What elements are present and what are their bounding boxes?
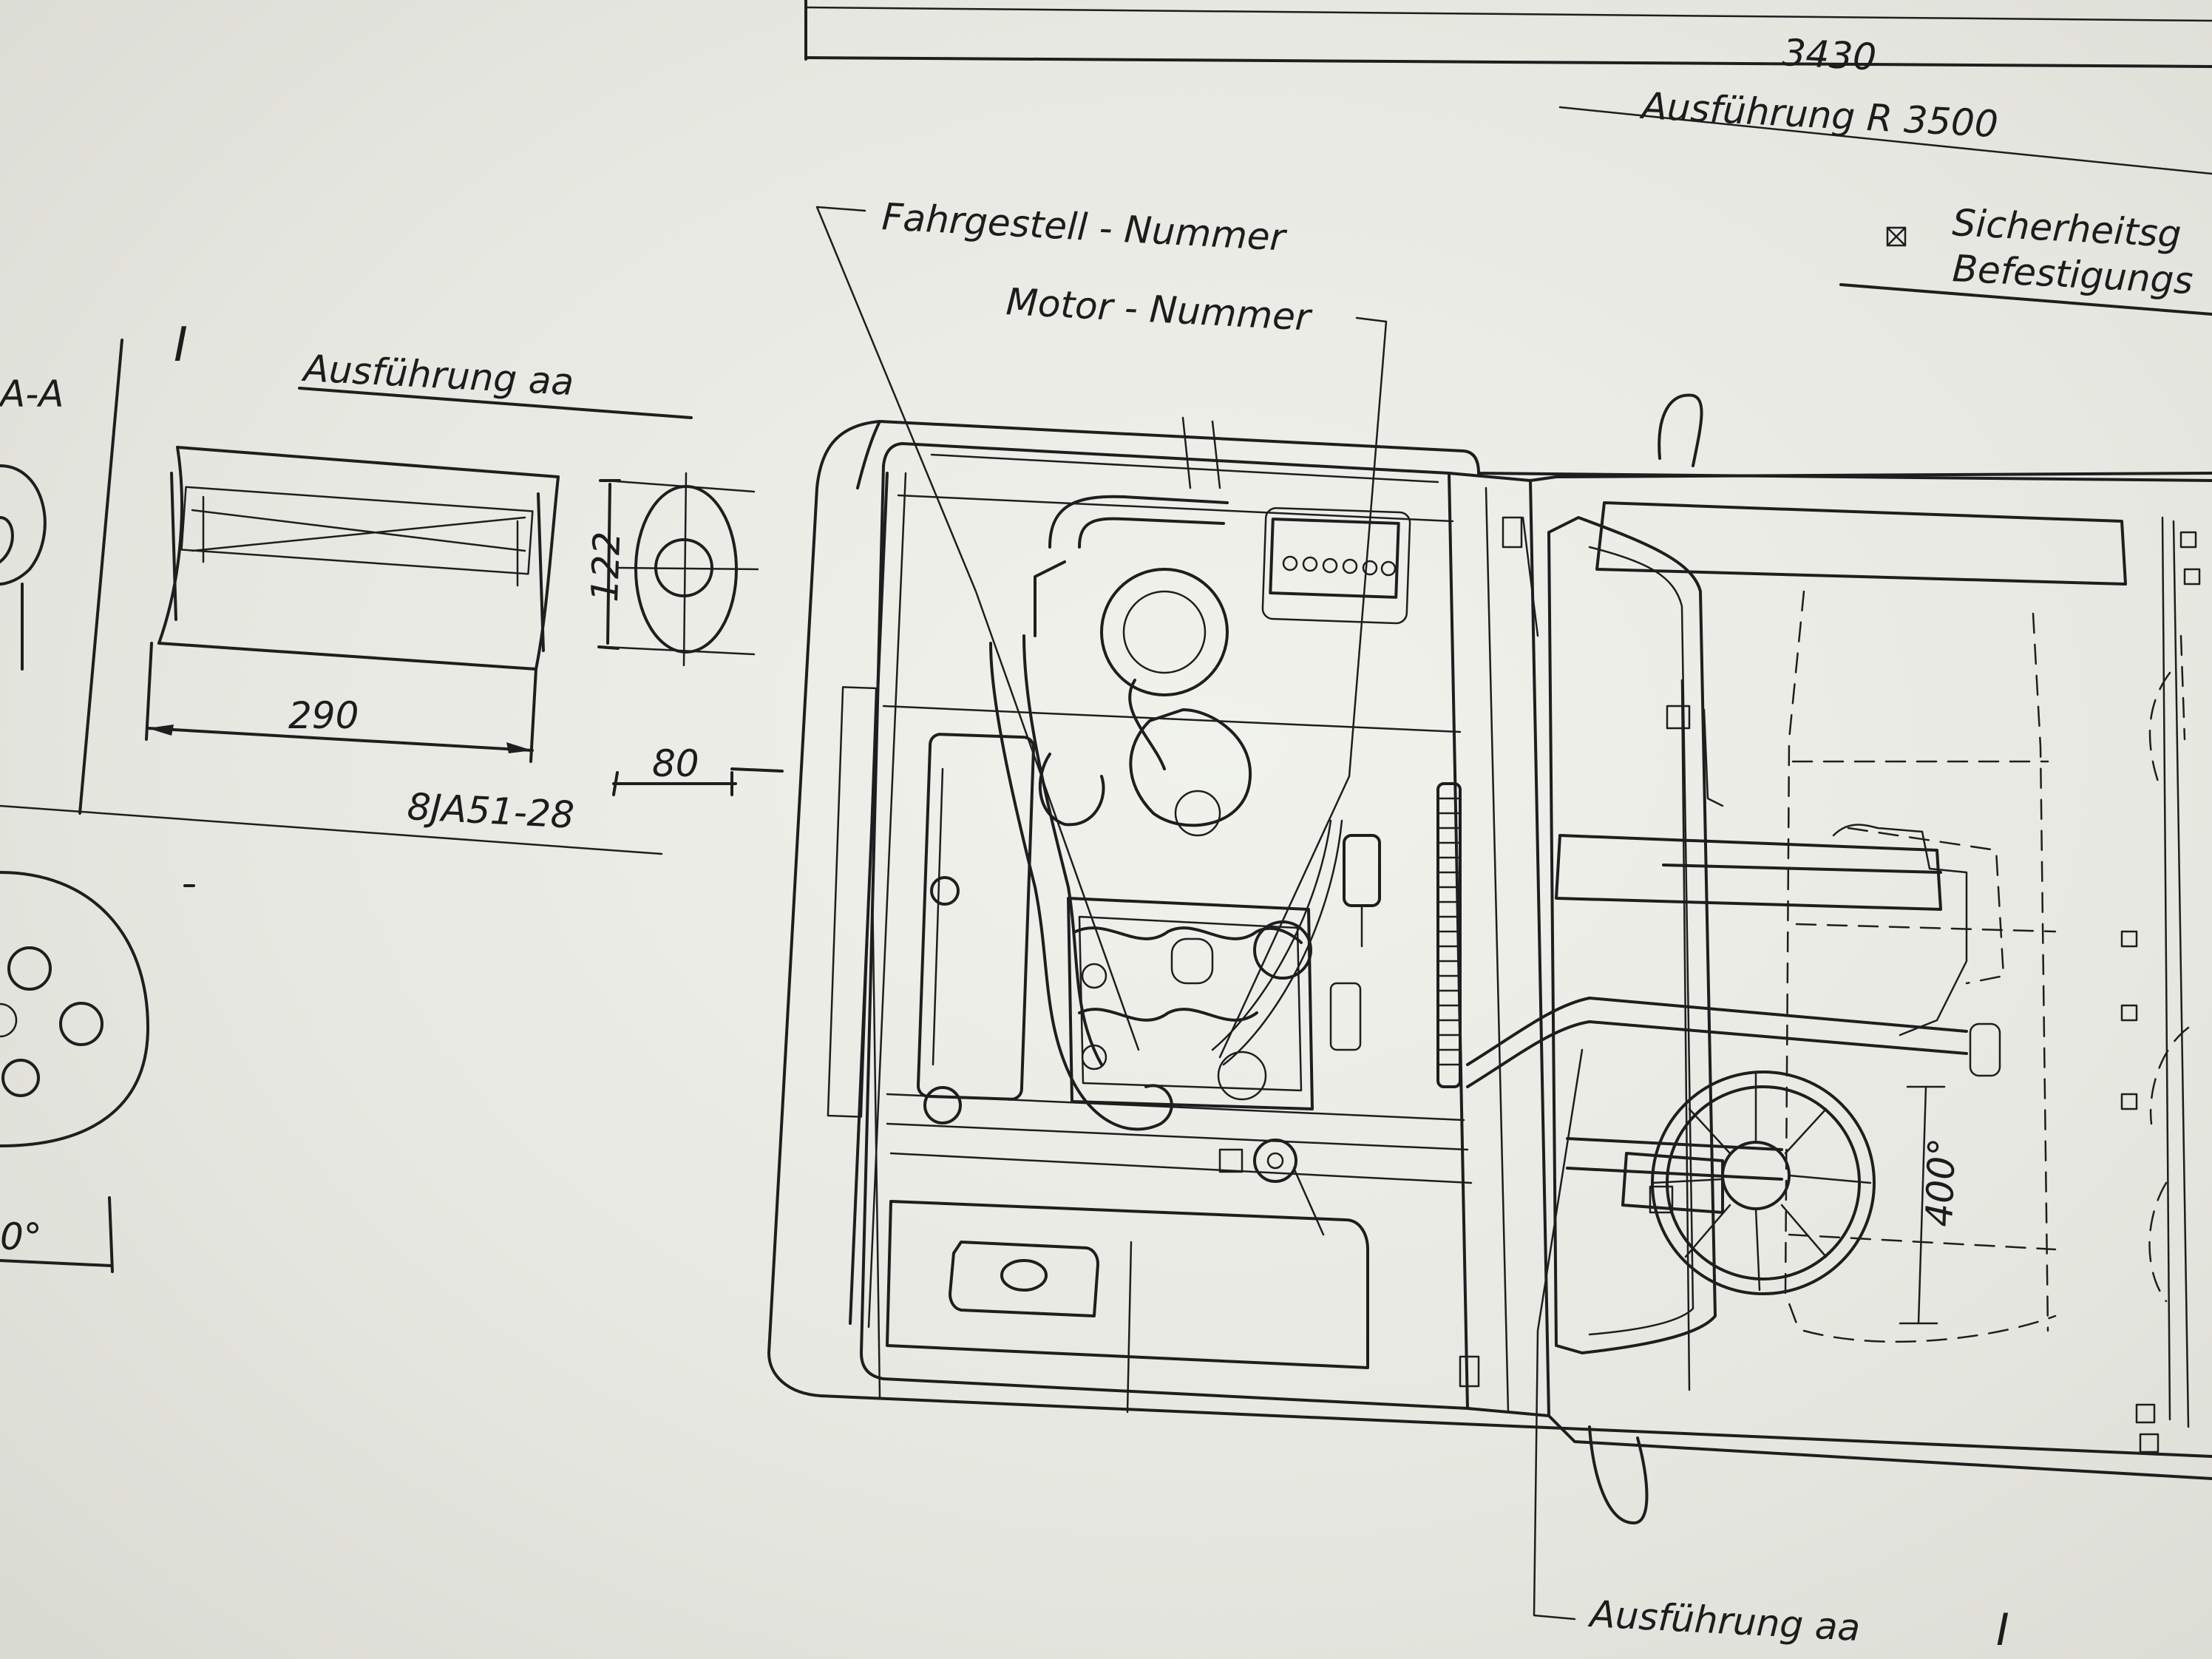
leader-bottom: [1533, 1048, 1584, 1621]
label-fahrgestell-nummer: Fahrgestell - Nummer: [881, 195, 1289, 259]
muffler-end-view: [616, 472, 759, 667]
dimension-122: 122: [583, 531, 628, 603]
flange-view: [0, 871, 195, 1147]
dimension-80: 80: [652, 742, 699, 785]
engine-bay: [882, 416, 1539, 1414]
dimension-290: 290: [288, 694, 359, 737]
cabin-interior: [1466, 531, 2201, 1453]
legend-line-2: Befestigungs: [1951, 247, 2194, 302]
muffler-side-view: [157, 446, 560, 671]
label-ausfuehrung-r3500: Ausführung R 3500: [1638, 84, 1999, 146]
section-aa-view: [0, 464, 47, 671]
label-motor-nummer: Motor - Nummer: [1005, 280, 1314, 339]
label-ausfuehrung-aa-bottom: Ausführung aa: [1587, 1592, 1861, 1649]
label-ausfuehrung-aa-top: Ausführung aa: [300, 347, 574, 404]
detail-marker-top: I: [174, 318, 188, 373]
part-number: 8JA51-28: [406, 785, 575, 837]
section-divider: [78, 339, 123, 815]
top-dimension-lines: [804, 0, 2212, 175]
detail-marker-bottom: I: [1996, 1604, 2009, 1656]
legend-line-1: Sicherheitsg: [1951, 201, 2182, 256]
dimension-3430: 3430: [1781, 31, 1877, 79]
angle-label-left: 0°: [0, 1215, 42, 1258]
vehicle-outline: [767, 393, 2212, 1524]
legend-safety-mount: [1839, 226, 2212, 316]
label-section-aa: A-A: [0, 373, 64, 415]
dimension-400: 400°: [1918, 1137, 1964, 1227]
